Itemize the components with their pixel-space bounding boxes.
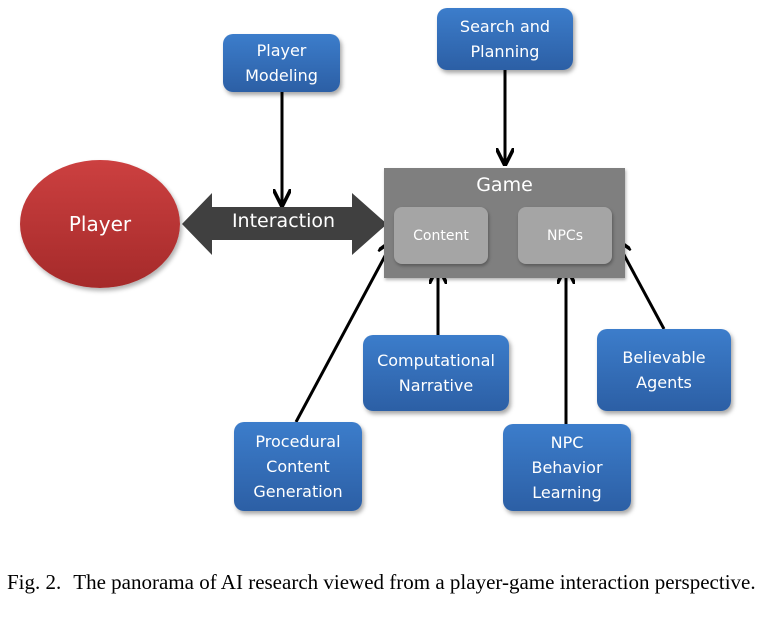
game-title: Game: [476, 174, 533, 196]
search-planning-node: Search and Planning: [437, 8, 573, 70]
figure-caption: Fig. 2. The panorama of AI research viewe…: [7, 570, 757, 595]
link-pcg-to-content: [294, 241, 393, 423]
search-planning-label: Search and Planning: [459, 17, 551, 61]
interaction-label: Interaction: [231, 210, 336, 232]
figure-number: Fig. 2.: [7, 570, 62, 594]
game-node: Game Content NPCs: [384, 168, 625, 278]
npcs-node: NPCs: [518, 207, 612, 264]
interaction-double-arrow: [182, 193, 387, 255]
caption-text: The panorama of AI research viewed from …: [73, 570, 756, 594]
computational-narrative-label: Computational Narrative: [377, 351, 495, 395]
believable-agents-label: Believable Agents: [622, 348, 706, 392]
npc-behavior-learning-node: NPC Behavior Learning: [503, 424, 631, 511]
player-label: Player: [68, 212, 132, 236]
npcs-label: NPCs: [547, 227, 583, 244]
content-node: Content: [394, 207, 488, 264]
ai-research-panorama-diagram: Player Interaction Game Content NPCs Pla…: [20, 8, 731, 511]
player-modeling-label: Player Modeling: [245, 41, 318, 85]
connector-layer: [182, 70, 666, 424]
pcg-label: Procedural Content Generation: [253, 432, 343, 501]
believable-agents-node: Believable Agents: [597, 329, 731, 411]
content-label: Content: [413, 227, 469, 244]
npc-behavior-learning-label: NPC Behavior Learning: [531, 433, 603, 502]
player-modeling-node: Player Modeling: [223, 34, 340, 92]
computational-narrative-node: Computational Narrative: [363, 335, 509, 411]
player-node: Player: [20, 160, 180, 288]
pcg-node: Procedural Content Generation: [234, 422, 362, 511]
